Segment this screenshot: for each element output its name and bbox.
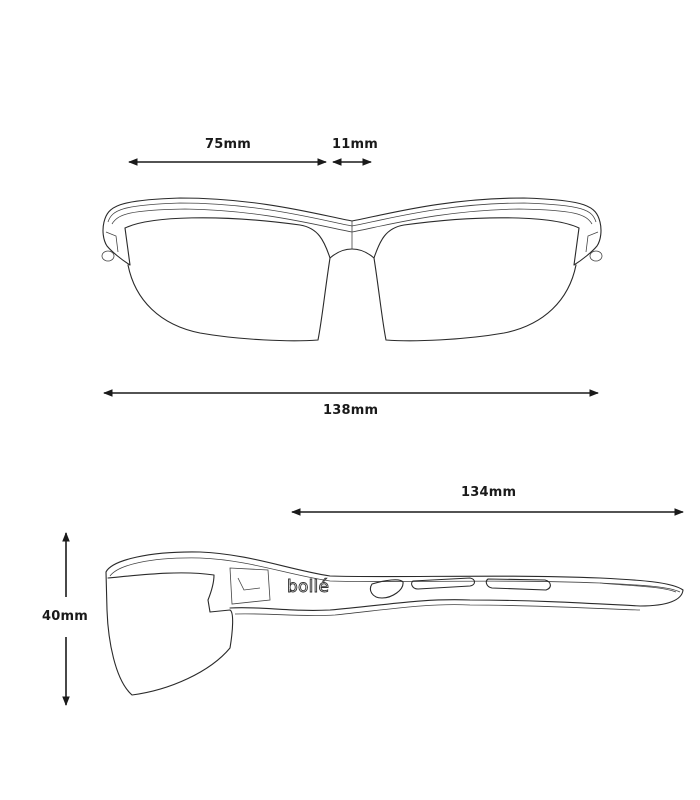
temple-length-label: 134mm	[461, 485, 517, 500]
lens-width-label: 75mm	[205, 137, 251, 152]
side-view-glasses	[105, 551, 684, 696]
lens-height-label: 40mm	[42, 609, 88, 624]
bridge-width-label: 11mm	[332, 137, 378, 152]
front-view-glasses	[101, 197, 603, 342]
brand-logo: bollé	[287, 577, 330, 598]
frame-width-label: 138mm	[323, 403, 379, 418]
